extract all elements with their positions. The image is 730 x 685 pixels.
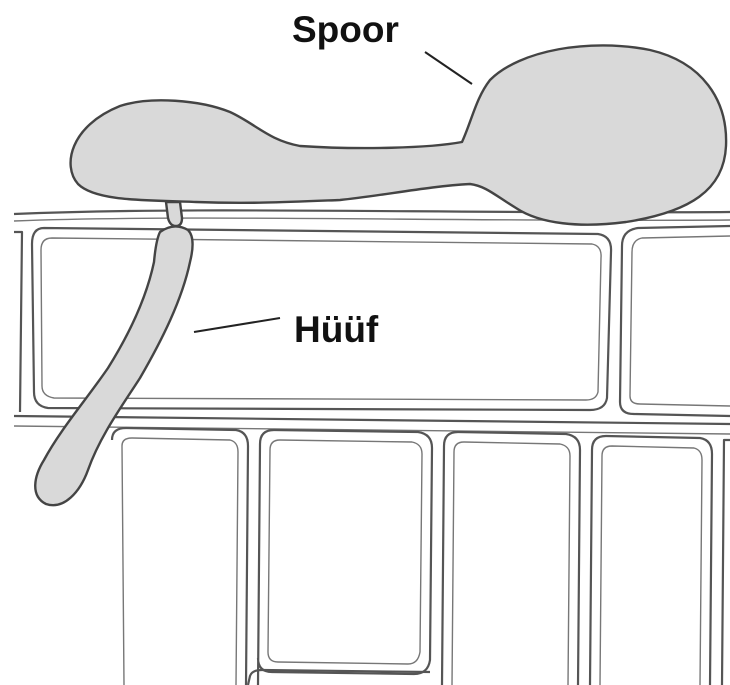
lower-cell-4 <box>590 436 712 685</box>
lower-cell-5-edge <box>722 440 730 685</box>
spore-shape <box>71 45 727 224</box>
hypha-leader-line <box>194 318 280 332</box>
spore-label: Spoor <box>292 9 399 50</box>
hypha-shape <box>35 226 192 505</box>
penetration-peg <box>166 202 182 226</box>
spore-leader-line <box>425 52 472 84</box>
lower-cell-1 <box>112 428 248 685</box>
lower-cell-3 <box>442 432 580 685</box>
upper-cell-left-edge <box>14 232 22 412</box>
upper-cell-right <box>620 226 730 416</box>
hypha-label: Hüüf <box>294 309 379 350</box>
lower-cell-2 <box>248 430 432 685</box>
